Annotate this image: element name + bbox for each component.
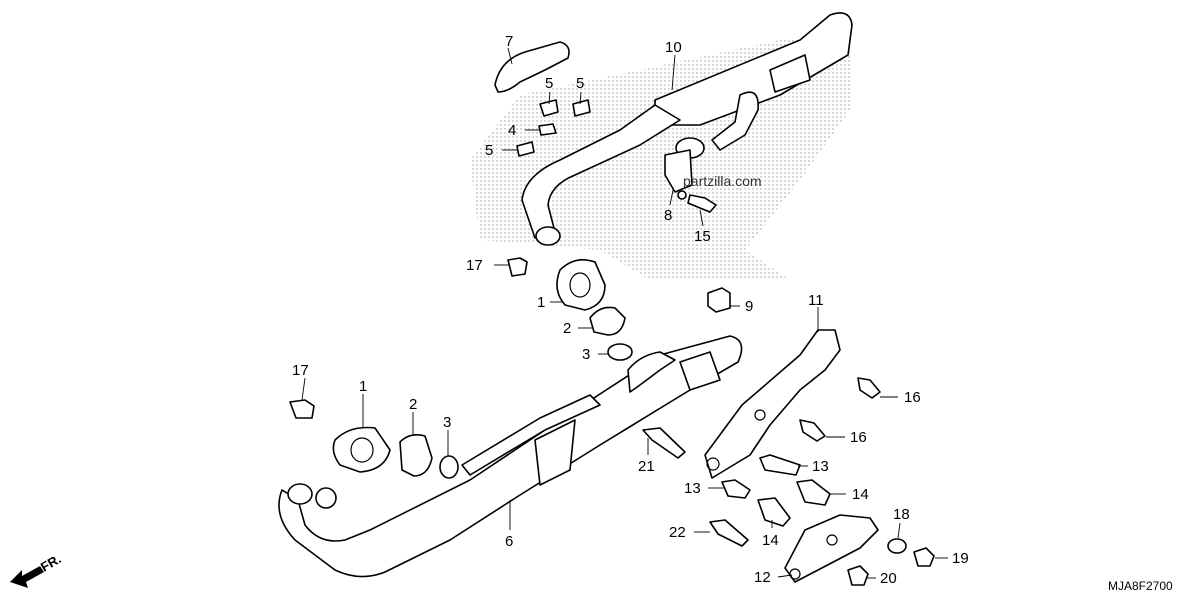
callout-5: 5 bbox=[576, 75, 584, 92]
diagram-code: MJA8F2700 bbox=[1108, 579, 1173, 593]
callout-13: 13 bbox=[812, 458, 829, 475]
callout-16: 16 bbox=[850, 429, 867, 446]
collar-14-upper bbox=[796, 479, 831, 506]
heat-shield-7 bbox=[494, 41, 570, 93]
callout-17: 17 bbox=[292, 362, 309, 379]
bolt-22 bbox=[709, 519, 749, 547]
callout-5: 5 bbox=[545, 75, 553, 92]
callout-2: 2 bbox=[563, 320, 571, 337]
callout-1: 1 bbox=[359, 378, 367, 395]
callout-15: 15 bbox=[694, 228, 711, 245]
bracket-11 bbox=[704, 329, 841, 479]
front-direction-indicator: FR. bbox=[10, 551, 64, 588]
arrow-left-icon bbox=[10, 566, 44, 588]
callout-labels: 7 10 5 5 4 5 8 15 17 1 2 3 9 11 16 16 17… bbox=[292, 33, 969, 587]
callout-16: 16 bbox=[904, 389, 921, 406]
upper-exhaust-pipe bbox=[521, 104, 705, 246]
collar-2-upper bbox=[589, 306, 626, 336]
callout-18: 18 bbox=[893, 506, 910, 523]
callout-1: 1 bbox=[537, 294, 545, 311]
callout-9: 9 bbox=[745, 298, 753, 315]
watermark-text: partzilla.com bbox=[683, 173, 762, 189]
callout-5: 5 bbox=[485, 142, 493, 159]
callout-2: 2 bbox=[409, 396, 417, 413]
collar-2-lower bbox=[399, 434, 433, 477]
collar-13-lower bbox=[721, 479, 751, 499]
flange-1-upper bbox=[556, 259, 606, 311]
callout-20: 20 bbox=[880, 570, 897, 587]
flange-1-lower bbox=[332, 426, 391, 473]
callout-22: 22 bbox=[669, 524, 686, 541]
upper-muffler-10 bbox=[654, 12, 853, 151]
bolt-16-upper bbox=[857, 377, 881, 399]
callout-10: 10 bbox=[665, 39, 682, 56]
callout-14: 14 bbox=[762, 532, 779, 549]
callout-12: 12 bbox=[754, 569, 771, 586]
gasket-3-lower bbox=[439, 455, 459, 479]
damper-9 bbox=[707, 287, 731, 313]
clips-4-5 bbox=[516, 99, 591, 157]
bolt-16-lower bbox=[799, 419, 826, 442]
callout-17: 17 bbox=[466, 257, 483, 274]
lower-muffler-6 bbox=[278, 335, 743, 578]
washer-18 bbox=[887, 538, 907, 554]
nut-19 bbox=[913, 547, 935, 567]
bracket-12 bbox=[784, 514, 879, 583]
callout-8: 8 bbox=[664, 207, 672, 224]
callout-14: 14 bbox=[852, 486, 869, 503]
callout-3: 3 bbox=[582, 346, 590, 363]
collar-13-upper bbox=[759, 454, 801, 476]
collar-14-lower bbox=[757, 497, 791, 527]
callout-3: 3 bbox=[443, 414, 451, 431]
callout-13: 13 bbox=[684, 480, 701, 497]
callout-11: 11 bbox=[808, 292, 824, 309]
gasket-3-upper bbox=[607, 343, 633, 361]
bolt-21 bbox=[642, 427, 686, 459]
callout-6: 6 bbox=[505, 533, 513, 550]
bolt-17-lower bbox=[289, 399, 315, 419]
bolt-17-upper bbox=[507, 257, 528, 277]
bolt-15 bbox=[687, 194, 717, 213]
callout-19: 19 bbox=[952, 550, 969, 567]
callout-21: 21 bbox=[638, 458, 655, 475]
callout-7: 7 bbox=[505, 33, 513, 50]
nut-20 bbox=[847, 565, 869, 586]
leader-lines bbox=[301, 47, 948, 579]
callout-4: 4 bbox=[508, 122, 516, 139]
